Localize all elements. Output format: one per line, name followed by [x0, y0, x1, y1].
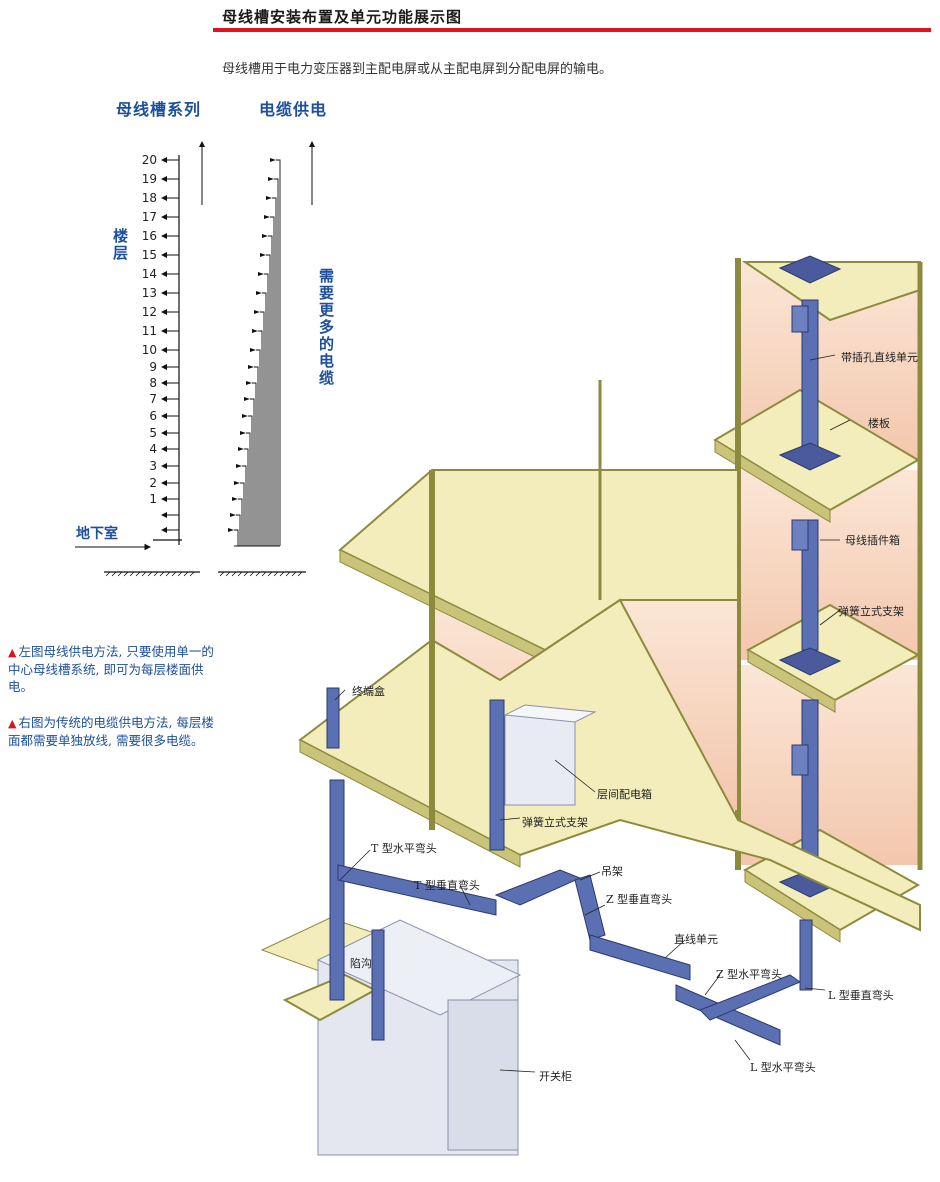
floor-number: 4: [149, 442, 157, 456]
basement-label: 地下室: [76, 526, 118, 542]
floor-number: 13: [141, 286, 157, 300]
floor-number: 20: [141, 153, 157, 167]
busway-heading: 母线槽系列: [116, 100, 202, 119]
floor-number: 11: [141, 324, 157, 338]
floor-number: 3: [149, 459, 157, 473]
floor-number: 14: [141, 267, 157, 281]
callout-t-vertical-elbow: T 型垂直弯头: [414, 879, 480, 892]
floor-number: 1: [149, 492, 157, 506]
callout-plug-box: 母线插件箱: [845, 534, 900, 547]
callout-z-horizontal-elbow: Z 型水平弯头: [716, 968, 783, 981]
note-cable-method: ▲右图为传统的电缆供电方法, 每层楼面都需要单独放线, 需要很多电缆。: [8, 714, 218, 749]
floors-label: 楼层: [111, 228, 129, 262]
floor-number: 18: [141, 191, 157, 205]
cable-heading: 电缆供电: [259, 100, 328, 119]
floor-number: 6: [149, 409, 157, 423]
triangle-marker-icon: ▲: [8, 646, 17, 659]
callout-spring-bracket: 弹簧立式支架: [522, 816, 588, 829]
floor-number: 2: [149, 476, 157, 490]
callout-l-horizontal-elbow: L 型水平弯头: [750, 1061, 816, 1074]
middle-floors: [298, 380, 921, 932]
callout-z-vertical-elbow: Z 型垂直弯头: [606, 893, 673, 906]
callout-straight-unit: 直线单元: [674, 933, 718, 946]
right-tower: [713, 255, 923, 943]
floor-number: 15: [141, 248, 157, 262]
callout-leaders: [334, 354, 851, 1073]
floor-number: 19: [141, 172, 157, 186]
lower-area: [260, 917, 522, 1156]
busway-run: [326, 687, 813, 1046]
callout-t-horizontal-elbow: T 型水平弯头: [371, 842, 437, 855]
more-cables-label: 需要更多的电缆: [317, 268, 335, 387]
callout-trench: 陷沟: [350, 957, 372, 970]
note-text: 左图母线供电方法, 只要使用单一的中心母线槽系统, 即可为每层楼面供电。: [8, 644, 214, 694]
callout-floor-panel: 层间配电箱: [597, 788, 652, 801]
floor-distribution-panel: [503, 704, 597, 806]
callout-plug-in-unit: 带插孔直线单元: [841, 351, 918, 364]
callout-switchgear: 开关柜: [539, 1070, 572, 1083]
floor-number: 10: [141, 343, 157, 357]
page-subtitle: 母线槽用于电力变压器到主配电屏或从主配电屏到分配电屏的输电。: [222, 62, 613, 77]
floor-number: 12: [141, 305, 157, 319]
note-busway-method: ▲左图母线供电方法, 只要使用单一的中心母线槽系统, 即可为每层楼面供电。: [8, 643, 218, 695]
floor-number: 8: [149, 376, 157, 390]
floor-number: 9: [149, 360, 157, 374]
floor-number: 5: [149, 426, 157, 440]
floor-number: 7: [149, 392, 157, 406]
busway-vs-cable-diagram: [75, 141, 315, 577]
callout-l-vertical-elbow: L 型垂直弯头: [828, 989, 894, 1002]
floor-number: 16: [141, 229, 157, 243]
callout-spring-bracket: 弹簧立式支架: [838, 605, 904, 618]
floor-number: 17: [141, 210, 157, 224]
callout-hanger: 吊架: [601, 865, 623, 878]
page-title: 母线槽安装布置及单元功能展示图: [222, 8, 463, 26]
callout-floor-slab: 楼板: [868, 417, 890, 430]
note-text: 右图为传统的电缆供电方法, 每层楼面都需要单独放线, 需要很多电缆。: [8, 715, 214, 748]
callout-end-box: 终端盒: [352, 685, 385, 698]
title-underline: [213, 28, 931, 32]
triangle-marker-icon: ▲: [8, 717, 17, 730]
